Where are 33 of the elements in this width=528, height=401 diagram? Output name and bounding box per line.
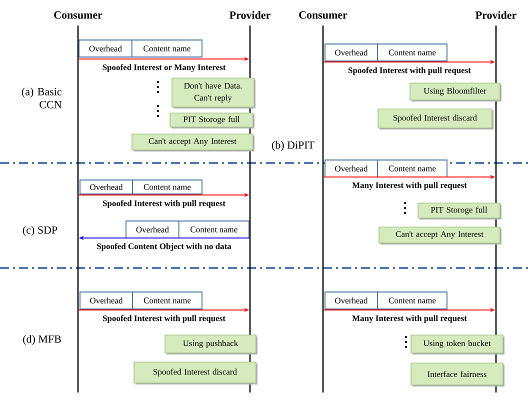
status-box: Using token bucket bbox=[410, 334, 504, 354]
participant-label: Provider bbox=[476, 11, 516, 19]
edge-label: Spoofed Content Object with no data bbox=[97, 243, 232, 251]
status-box: Interface fairness bbox=[410, 362, 504, 386]
edge-label: Spoofed Interest with pull request bbox=[102, 315, 226, 323]
panel-label: (b) DiPIT bbox=[272, 141, 314, 151]
packet-box: Overhead Content name bbox=[126, 220, 250, 238]
panel-label: (a) Basic CCN bbox=[22, 88, 62, 108]
status-box: PIT Storoge full bbox=[418, 202, 502, 220]
packet-box: Overhead Content name bbox=[80, 292, 202, 310]
panel-label: (d) MFB bbox=[23, 335, 61, 345]
edge-label: Many Interest with pull request bbox=[352, 182, 467, 190]
status-box: Spoofed Interest discard bbox=[378, 108, 494, 130]
edge-label: Spoofed Interest with pull request bbox=[348, 67, 471, 75]
status-box: Can't accept Any Interest bbox=[132, 134, 254, 152]
status-box: Spoofed Interest discard bbox=[134, 362, 258, 384]
edge-label: Spoofed Interest with pull request bbox=[102, 200, 226, 208]
status-box: Can't accept Any Interest bbox=[378, 226, 502, 244]
edge-label: Spoofed Interest or Many Interest bbox=[102, 64, 226, 72]
packet-box: Overhead Content name bbox=[324, 44, 448, 62]
packet-box: Overhead Content name bbox=[324, 160, 448, 178]
packet-box: Overhead Content name bbox=[78, 40, 202, 58]
status-box: Using Bloomfilter bbox=[410, 82, 502, 102]
status-box: PIT Storoge full bbox=[170, 112, 254, 128]
packet-box: Overhead Content name bbox=[324, 292, 448, 310]
participant-label: Provider bbox=[230, 11, 270, 19]
panel-label: (c) SDP bbox=[22, 226, 58, 236]
participant-label: Consumer bbox=[54, 11, 102, 19]
edge-label: Many Interest with pull request bbox=[352, 315, 467, 323]
status-box: Using pushback bbox=[164, 334, 258, 354]
packet-box: Overhead Content name bbox=[80, 180, 202, 194]
participant-label: Consumer bbox=[299, 11, 348, 19]
status-box: Don't have Data. Can't reply bbox=[172, 78, 256, 108]
